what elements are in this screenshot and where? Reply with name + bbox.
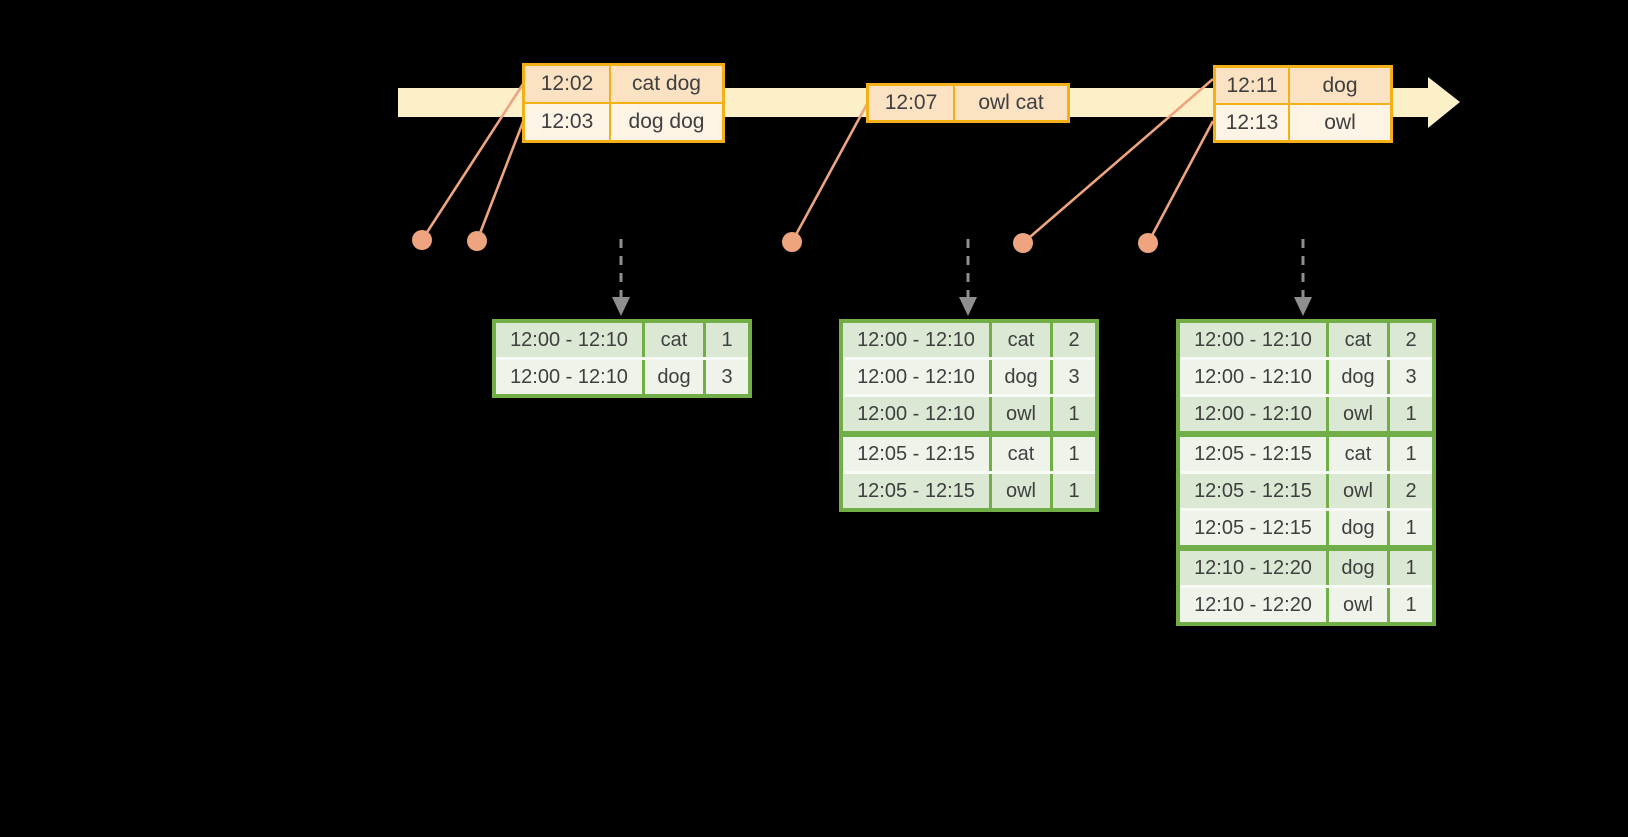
table-cell: owl cat: [953, 86, 1067, 120]
table-cell: cat: [1326, 437, 1387, 471]
table-row: 12:11 dog: [1216, 68, 1390, 103]
event-connector-line: [1022, 78, 1214, 244]
table-cell: 12:05 - 12:15: [1194, 443, 1312, 465]
table-cell: 12:00 - 12:10: [857, 329, 975, 351]
table-cell: 12:00 - 12:10: [510, 366, 628, 388]
event-dot-icon: [412, 230, 432, 250]
table-row: 12:02 cat dog: [525, 66, 722, 102]
table-cell: cat dog: [609, 66, 722, 102]
event-dot-icon: [467, 231, 487, 251]
event-connector-line: [420, 83, 525, 241]
table-cell: 3: [1387, 360, 1432, 394]
table-cell: 1: [1050, 397, 1095, 431]
table-cell: 12:10 - 12:20: [1194, 557, 1312, 579]
table-cell: 12:05 - 12:15: [857, 480, 975, 502]
table-cell: 3: [703, 360, 748, 394]
table-cell: owl: [1326, 474, 1387, 508]
table-cell: 12:00 - 12:10: [857, 366, 975, 388]
table-cell: dog: [1326, 551, 1387, 585]
table-cell: 12:10 - 12:20: [1194, 594, 1312, 616]
table-cell: 1: [1387, 511, 1432, 545]
table-cell: dog: [1326, 511, 1387, 545]
table-cell: 12:05 - 12:15: [1194, 480, 1312, 502]
table-cell: cat: [989, 323, 1050, 357]
table-cell: 12:00 - 12:10: [857, 403, 975, 425]
table-cell: dog: [1326, 360, 1387, 394]
table-cell: 12:00 - 12:10: [1194, 403, 1312, 425]
event-dot-icon: [1013, 233, 1033, 253]
event-connector-line: [790, 103, 869, 243]
table-cell: 1: [703, 323, 748, 357]
timeline-arrowhead-icon: [1428, 77, 1460, 128]
table-cell: dog: [642, 360, 703, 394]
table-cell: owl: [989, 474, 1050, 508]
table-cell: 12:00 - 12:10: [510, 329, 628, 351]
event-dot-icon: [1138, 233, 1158, 253]
event-table-2: 12:07 owl cat: [866, 83, 1070, 123]
table-cell: 2: [1387, 323, 1432, 357]
table-cell: cat: [642, 323, 703, 357]
table-cell: 12:05 - 12:15: [857, 443, 975, 465]
table-cell: owl: [1288, 105, 1390, 140]
table-cell: 12:13: [1225, 111, 1279, 134]
table-cell: 3: [1050, 360, 1095, 394]
table-cell: dog: [1288, 68, 1390, 103]
table-cell: 12:03: [540, 110, 594, 133]
table-cell: 12:00 - 12:10: [1194, 329, 1312, 351]
table-cell: 12:05 - 12:15: [1194, 517, 1312, 539]
table-cell: 1: [1050, 437, 1095, 471]
table-cell: 1: [1387, 551, 1432, 585]
event-table-3: 12:11 dog 12:13 owl: [1213, 65, 1393, 143]
table-cell: 12:02: [540, 72, 594, 95]
event-connector-line: [1146, 120, 1215, 244]
table-cell: owl: [1326, 588, 1387, 622]
trigger-arrowhead-icon: [1294, 297, 1312, 316]
table-cell: 1: [1387, 588, 1432, 622]
table-cell: dog: [989, 360, 1050, 394]
table-row: 12:07 owl cat: [869, 86, 1067, 120]
table-row: 12:13 owl: [1216, 103, 1390, 140]
table-cell: 1: [1387, 397, 1432, 431]
table-cell: 2: [1050, 323, 1095, 357]
event-connector-line: [475, 121, 525, 242]
trigger-arrowhead-icon: [612, 297, 630, 316]
table-cell: 12:07: [884, 91, 938, 114]
table-cell: 2: [1387, 474, 1432, 508]
table-cell: cat: [989, 437, 1050, 471]
table-cell: owl: [1326, 397, 1387, 431]
table-row: 12:03 dog dog: [525, 102, 722, 140]
table-cell: dog dog: [609, 104, 722, 140]
table-cell: owl: [989, 397, 1050, 431]
trigger-arrowhead-icon: [959, 297, 977, 316]
event-dot-icon: [782, 232, 802, 252]
table-cell: 12:11: [1226, 74, 1278, 97]
table-cell: 1: [1050, 474, 1095, 508]
table-cell: 1: [1387, 437, 1432, 471]
table-cell: 12:00 - 12:10: [1194, 366, 1312, 388]
table-cell: cat: [1326, 323, 1387, 357]
event-table-1: 12:02 cat dog 12:03 dog dog: [522, 63, 725, 143]
